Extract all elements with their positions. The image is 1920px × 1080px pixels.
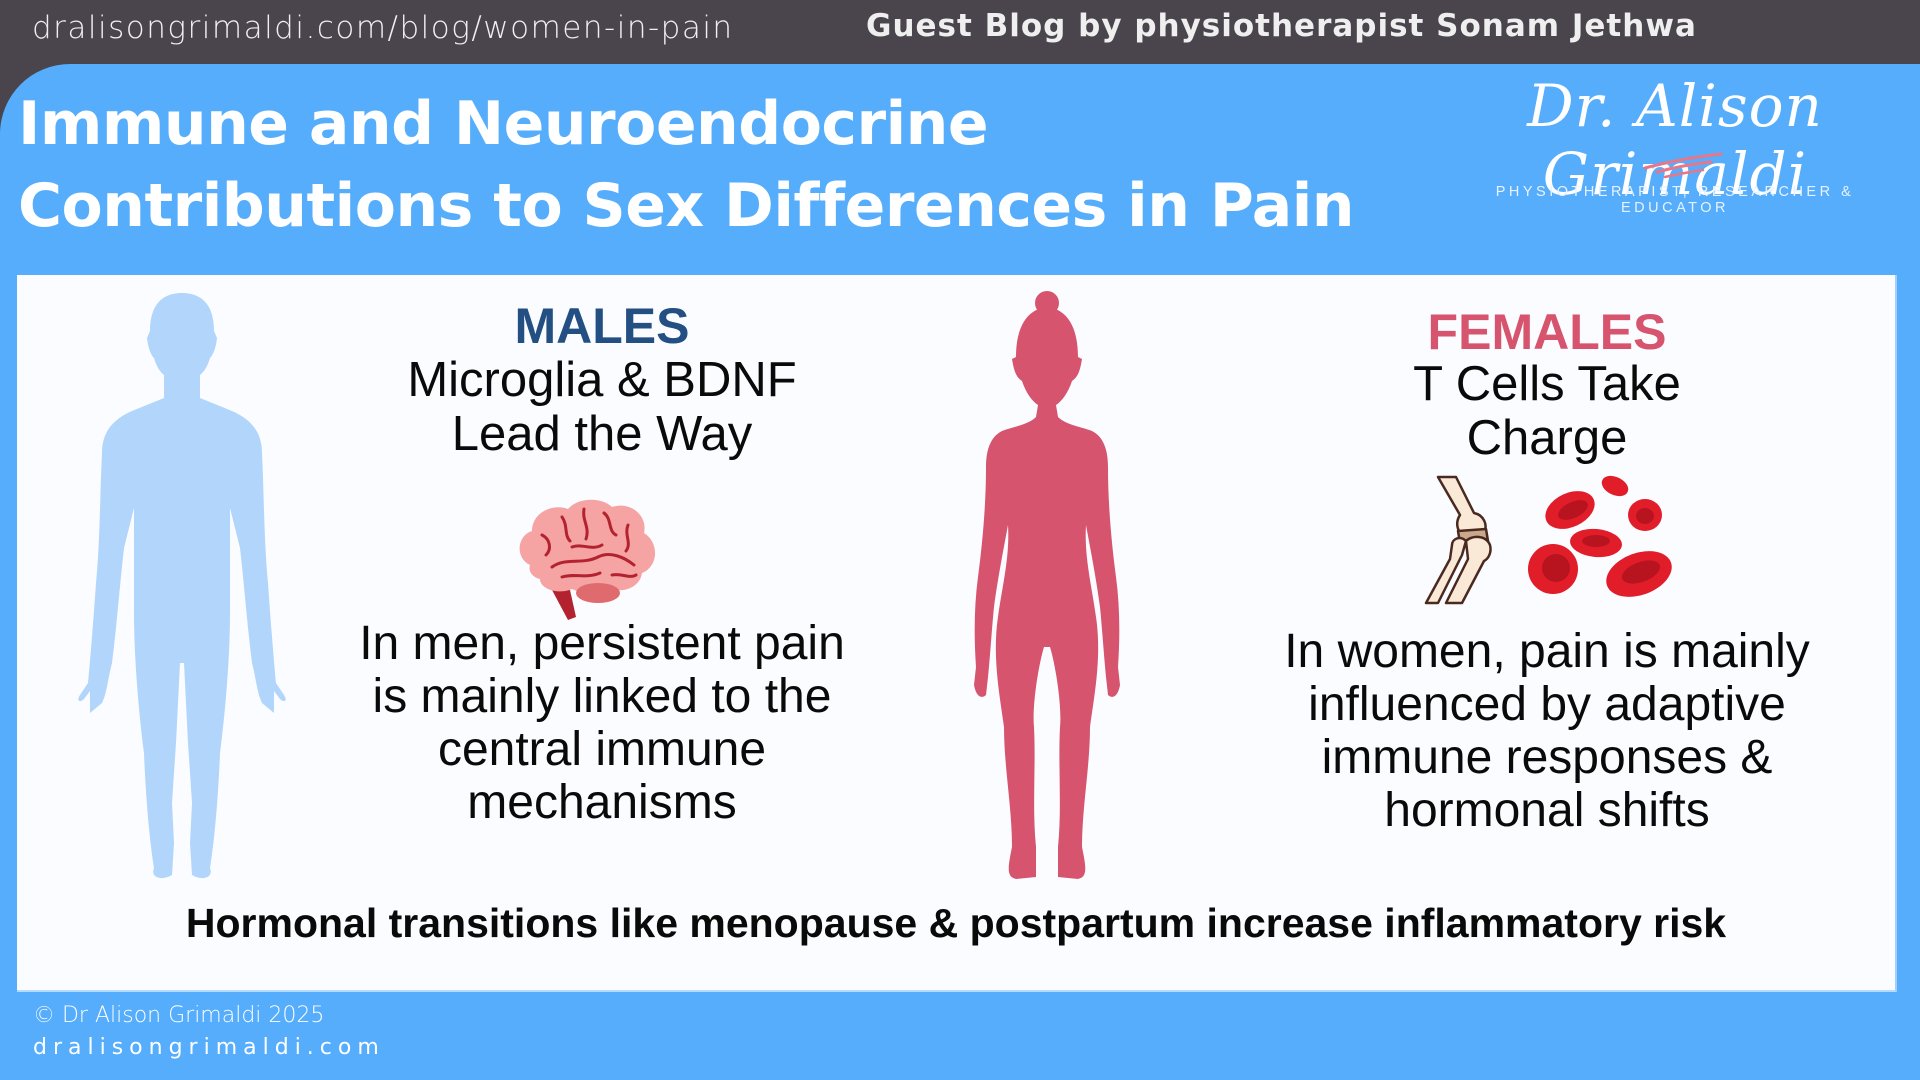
brand-logo: Dr. Alison Grimaldi PHYSIOTHERAPIST, RES… [1455, 72, 1895, 216]
title-line-2: Contributions to Sex Differences in Pain [18, 171, 1354, 241]
males-description: In men, persistent pain is mainly linked… [302, 617, 902, 829]
top-bar: dralisongrimaldi.com/blog/women-in-pain … [0, 0, 1920, 64]
males-description-line: central immune [437, 723, 767, 776]
knee-joint-icon [1424, 475, 1492, 605]
males-description-line: is mainly linked to the [372, 670, 832, 723]
females-description-line: influenced by adaptive [1308, 678, 1786, 731]
female-silhouette-icon [974, 291, 1120, 879]
logo-swoosh-icon [1643, 152, 1723, 179]
guest-credit: Guest Blog by physiotherapist Sonam Jeth… [866, 8, 1697, 44]
females-description-line: hormonal shifts [1384, 784, 1710, 837]
males-subtitle-line-2: Lead the Way [451, 407, 753, 461]
page-title: Immune and Neuroendocrine Contributions … [18, 83, 1354, 247]
females-description-line: In women, pain is mainly [1284, 625, 1810, 678]
males-heading: MALES [514, 298, 690, 354]
males-subtitle: Microglia & BDNF Lead the Way [332, 353, 872, 461]
females-subtitle: T Cells Take Charge [1272, 357, 1822, 465]
copyright: © Dr Alison Grimaldi 2025 [33, 1003, 325, 1028]
content-card: MALES Microglia & BDNF Lead the Way In m… [17, 275, 1897, 992]
females-description: In women, pain is mainly influenced by a… [1237, 625, 1857, 837]
red-blood-cells-icon [1528, 475, 1672, 597]
logo-tagline: PHYSIOTHERAPIST, RESEARCHER & EDUCATOR [1495, 184, 1855, 216]
footer-site: dralisongrimaldi.com [33, 1035, 385, 1060]
title-line-1: Immune and Neuroendocrine [18, 89, 989, 159]
females-description-line: immune responses & [1321, 731, 1773, 784]
male-silhouette-icon [78, 293, 286, 879]
males-description-line: In men, persistent pain [359, 617, 845, 670]
footer: © Dr Alison Grimaldi 2025 dralisongrimal… [33, 1000, 385, 1064]
males-subtitle-line-1: Microglia & BDNF [407, 353, 797, 407]
males-description-line: mechanisms [467, 776, 737, 829]
bottom-note: Hormonal transitions like menopause & po… [185, 900, 1727, 946]
blog-url: dralisongrimaldi.com/blog/women-in-pain [32, 10, 734, 46]
females-subtitle-line-2: Charge [1466, 411, 1628, 465]
brain-icon [519, 499, 656, 620]
females-heading: FEMALES [1427, 304, 1667, 360]
females-subtitle-line-1: T Cells Take [1413, 357, 1681, 411]
logo-signature: Dr. Alison Grimaldi [1527, 72, 1823, 208]
